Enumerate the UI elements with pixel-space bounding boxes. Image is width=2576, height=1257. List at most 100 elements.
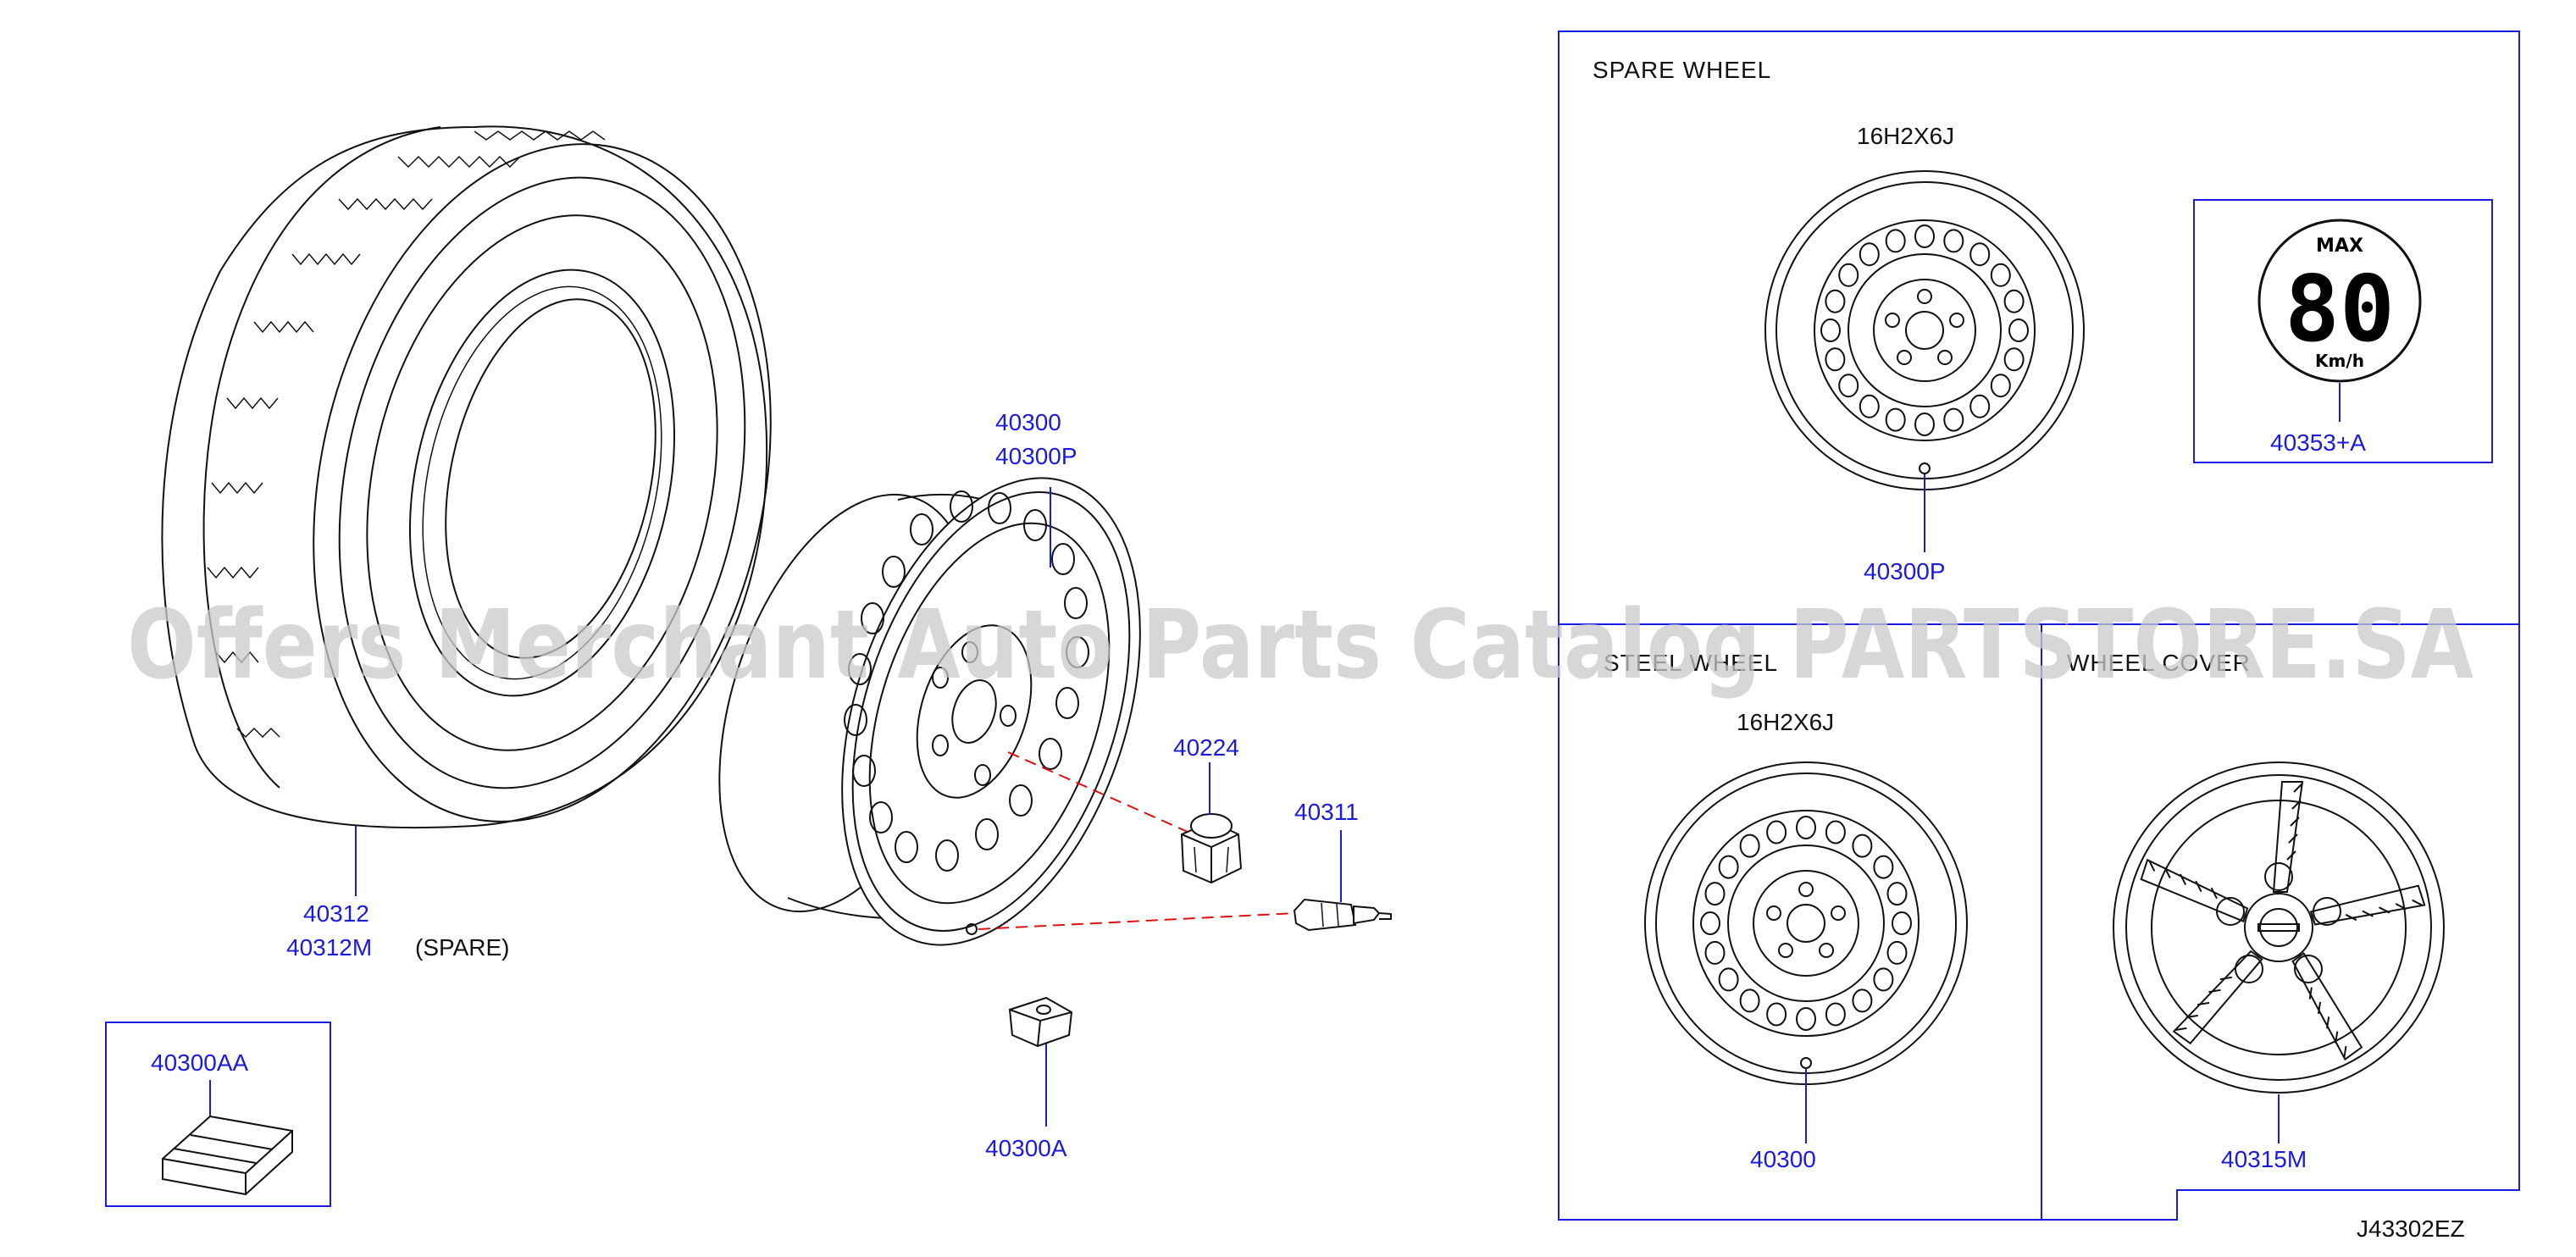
vent-hole (1704, 882, 1726, 906)
vent-hole (1969, 242, 1991, 267)
cover-spoke-hatch (2317, 1001, 2322, 1015)
vent-hole (2003, 347, 2025, 372)
cover-spoke-hatch (2345, 913, 2357, 922)
valve-part-number[interactable]: 40311 (1294, 799, 1359, 825)
cover-spoke-hatch (2326, 1016, 2330, 1029)
diagram-code: J43302EZ (2357, 1215, 2465, 1242)
cover-spoke (2291, 952, 2363, 1061)
cover-spoke-hatch (2362, 910, 2374, 917)
steel-wheel-part-number[interactable]: 40300 (1750, 1146, 1816, 1172)
vent-hole (1914, 224, 1935, 248)
vent-hole (1990, 374, 2011, 398)
vent-hole (1718, 967, 1739, 992)
tire-drawing (161, 125, 772, 829)
cover-spoke-hatch (2291, 800, 2302, 810)
vent-hole (1739, 833, 1760, 858)
cover-spoke-hatch (2412, 899, 2424, 906)
vent-hole (1825, 347, 1846, 372)
cover-spoke-hatch (2185, 1014, 2198, 1019)
vent-hole (1990, 263, 2011, 287)
cover-spoke-hatch (2395, 903, 2407, 911)
vent-hole (1969, 394, 1991, 418)
cover-spoke-hatch (2286, 850, 2296, 861)
steel-wheel-heading: STEEL WHEEL (1604, 650, 1778, 676)
right-panel-frame (1558, 30, 2520, 1221)
cover-spoke-hatch (2148, 860, 2156, 872)
weight-kit-frame (105, 1022, 331, 1207)
vent-hole (1852, 833, 1873, 858)
vent-hole (1943, 229, 1964, 253)
cover-spoke-hatch (2174, 1027, 2187, 1032)
vent-hole (1739, 988, 1760, 1013)
cover-spoke-hatch (2195, 880, 2202, 893)
cover-spoke-hatch (2288, 833, 2298, 844)
speed-sign-value: 80 (2285, 257, 2395, 363)
vent-hole (1796, 1007, 1816, 1031)
cover-spoke-hatch (2163, 867, 2171, 878)
vent-hole (2003, 289, 2025, 313)
tire-part-number-alt[interactable]: 40312M (286, 934, 372, 961)
cover-spoke-hatch (2343, 1045, 2347, 1059)
vent-hole (1859, 394, 1880, 418)
cover-spoke-hatch (2379, 906, 2390, 914)
speed-limit-sign: MAX 80 Km/h (2257, 219, 2422, 383)
cover-spoke-hatch (2308, 987, 2313, 1000)
vent-hole (1825, 820, 1846, 844)
vent-hole (1718, 855, 1739, 879)
speed-sign-max-text: MAX (2316, 235, 2363, 257)
wheel-drawing (718, 477, 1141, 946)
vent-hole (1796, 816, 1816, 839)
wheel-part-number[interactable]: 40300 (995, 409, 1061, 435)
tire-part-number[interactable]: 40312 (303, 900, 369, 927)
cover-spoke-hatch (2290, 817, 2300, 827)
cover-spoke (2309, 884, 2426, 926)
cover-spoke-hatch (2293, 783, 2303, 793)
vent-hole (1886, 940, 1908, 965)
cover-spoke-hatch (2219, 976, 2233, 981)
vent-hole (1914, 413, 1935, 436)
cover-spoke-hatch (2210, 887, 2218, 900)
vent-hole (1885, 229, 1906, 253)
speed-label-frame (2193, 199, 2493, 463)
vent-hole (1886, 882, 1908, 906)
wheel-cover-heading: WHEEL COVER (2067, 650, 2251, 676)
wheel-cover-part-number[interactable]: 40315M (2221, 1146, 2307, 1172)
vent-hole (1859, 242, 1880, 267)
wheel-part-number-alt[interactable]: 40300P (995, 443, 1077, 469)
cover-spoke (2172, 950, 2263, 1045)
weight-kit-part-number[interactable]: 40300AA (151, 1049, 249, 1076)
vent-hole (1766, 820, 1787, 844)
cover-spoke-hatch (2335, 1031, 2339, 1044)
vent-hole (1825, 289, 1846, 313)
spare-wheel-part-number[interactable]: 40300P (1864, 558, 1946, 584)
vent-hole (1873, 855, 1894, 879)
speed-label-part-number[interactable]: 40353+A (2270, 429, 2366, 456)
vent-hole (1838, 263, 1859, 287)
nut-dash-line (1007, 751, 1204, 839)
lug-nut-drawing (1180, 813, 1243, 884)
vent-hole (1838, 374, 1859, 398)
vent-hole (2008, 318, 2029, 342)
cover-spoke-hatch (2197, 1001, 2210, 1006)
steel-wheel-size: 16H2X6J (1737, 709, 1834, 735)
balance-weight-drawing (1008, 996, 1073, 1048)
spare-wheel-drawing (1764, 170, 2085, 490)
wheel-cover-drawing (2113, 761, 2445, 1094)
valve-dash-line (978, 912, 1297, 930)
vent-hole (1852, 988, 1873, 1013)
cover-spoke-hatch (2179, 873, 2187, 886)
spare-wheel-size: 16H2X6J (1857, 123, 1954, 149)
weight-kit-drawing (162, 1115, 293, 1196)
vent-hole (1885, 407, 1906, 432)
spare-wheel-heading: SPARE WHEEL (1593, 57, 1771, 83)
vent-hole (1892, 911, 1912, 935)
steel-wheel-drawing (1644, 761, 1968, 1085)
weight-part-number[interactable]: 40300A (985, 1135, 1067, 1161)
vent-hole (1825, 1002, 1846, 1027)
vent-hole (1766, 1002, 1787, 1027)
vent-hole (1873, 967, 1894, 992)
cover-spoke-hatch (2208, 988, 2221, 994)
vent-hole (1820, 318, 1841, 342)
nut-part-number[interactable]: 40224 (1173, 734, 1239, 761)
